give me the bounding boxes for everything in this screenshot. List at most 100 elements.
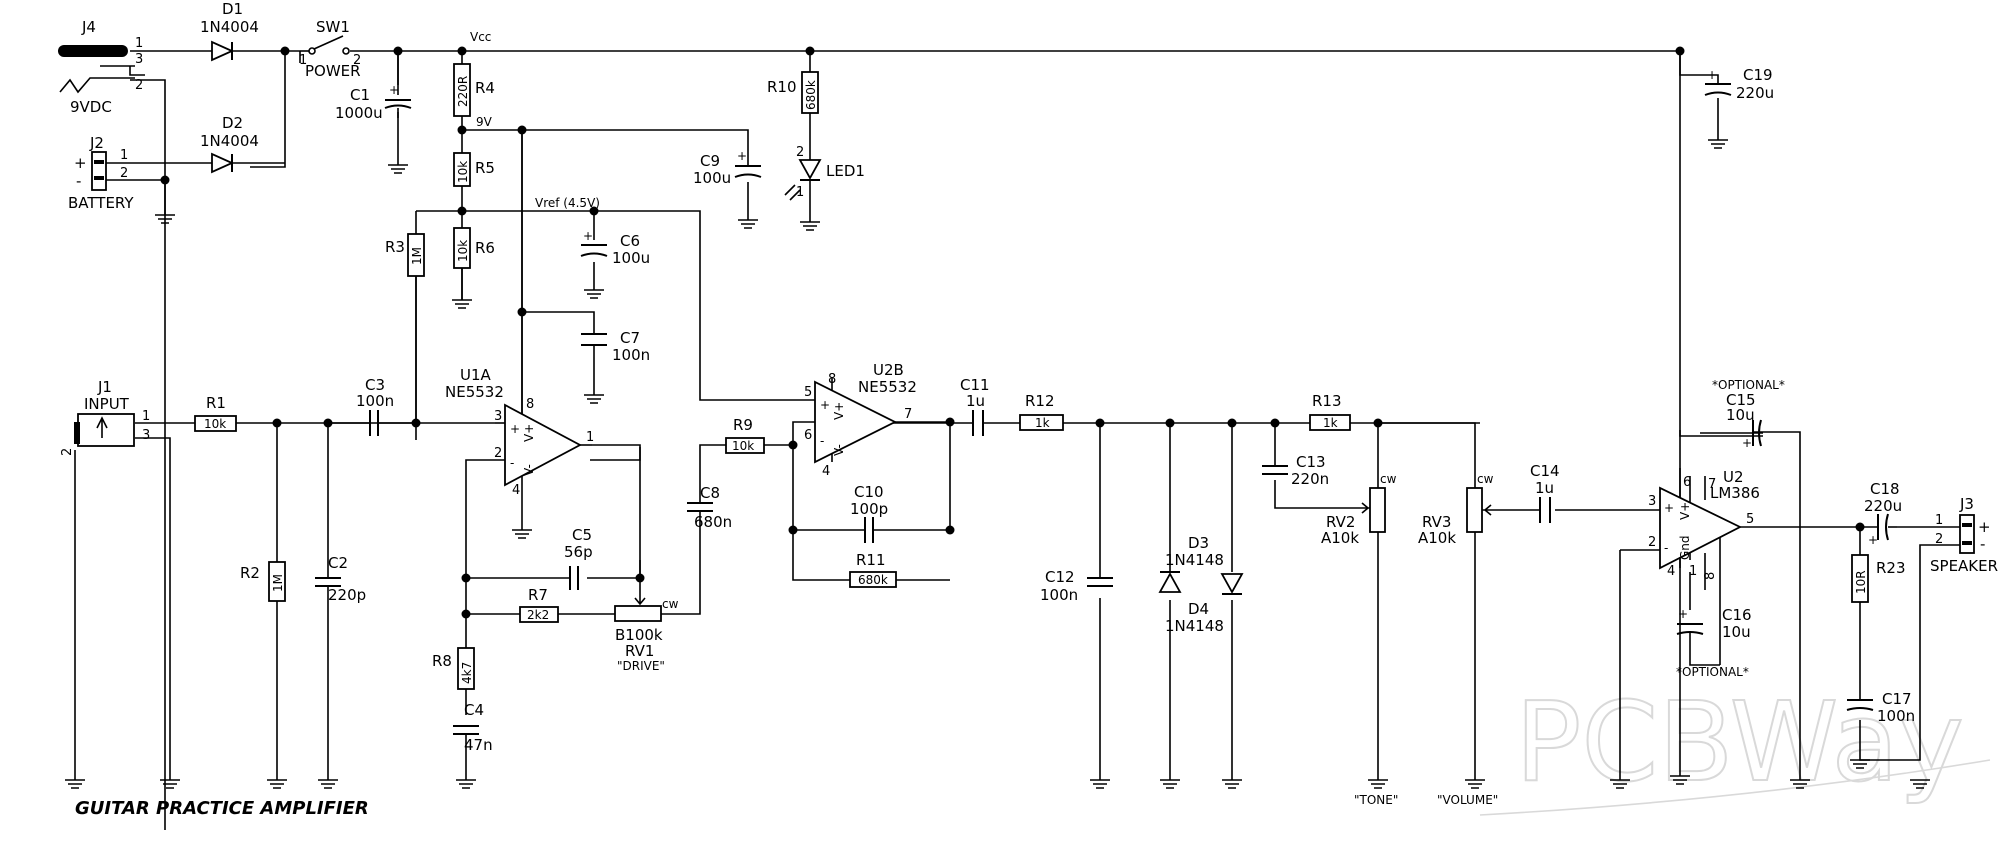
- svg-text:7: 7: [1708, 477, 1716, 492]
- svg-text:10R: 10R: [1854, 570, 1868, 594]
- svg-text:6: 6: [804, 428, 812, 443]
- svg-text:1k: 1k: [1035, 416, 1050, 430]
- u1a-opamp: U1A NE5532 3 2 1 8 4 + - V+ V-: [445, 130, 594, 498]
- svg-text:C19: C19: [1743, 66, 1773, 84]
- j3-speaker-connector: J3 1 2 + - SPEAKER: [1930, 495, 1998, 575]
- svg-text:R5: R5: [475, 159, 495, 177]
- svg-text:D2: D2: [222, 114, 243, 132]
- svg-text:*OPTIONAL*: *OPTIONAL*: [1676, 665, 1749, 679]
- svg-text:1: 1: [120, 148, 128, 163]
- svg-text:J3: J3: [1959, 495, 1974, 513]
- svg-text:100n: 100n: [1877, 707, 1915, 725]
- svg-text:+: +: [1678, 607, 1688, 621]
- svg-text:2: 2: [60, 448, 75, 456]
- svg-text:+: +: [820, 398, 830, 412]
- svg-text:D1: D1: [222, 0, 243, 18]
- svg-text:2: 2: [1648, 535, 1656, 550]
- svg-text:J2: J2: [89, 134, 104, 152]
- rv1-drive-pot: cw B100k RV1 "DRIVE": [614, 595, 679, 673]
- u2-lm386: U2 LM386 3 2 5 6 7 4 1 8 + - V+ Gnd: [1648, 468, 1760, 580]
- d4-diode: D4 1N4148: [1165, 573, 1244, 635]
- svg-text:4k7: 4k7: [460, 662, 474, 684]
- svg-text:V-: V-: [832, 444, 846, 456]
- svg-text:LM386: LM386: [1710, 484, 1760, 502]
- svg-text:C17: C17: [1882, 690, 1912, 708]
- svg-text:1: 1: [142, 409, 150, 424]
- svg-text:D4: D4: [1188, 600, 1209, 618]
- svg-text:R9: R9: [733, 416, 753, 434]
- watermark-swoosh: [1479, 759, 1991, 816]
- net-vref: Vref (4.5V): [535, 196, 600, 210]
- svg-text:2: 2: [1935, 532, 1943, 547]
- svg-text:1u: 1u: [1535, 479, 1554, 497]
- c2-capacitor: C2 220p: [315, 554, 366, 604]
- svg-text:-: -: [820, 434, 824, 448]
- svg-text:V+: V+: [1678, 502, 1692, 520]
- svg-text:1000u: 1000u: [335, 104, 383, 122]
- r5-resistor: 10k R5: [453, 152, 495, 187]
- svg-text:RV2: RV2: [1326, 513, 1355, 531]
- rv2-tone-pot: cw RV2 A10k "TONE": [1321, 472, 1398, 807]
- svg-text:+: +: [737, 149, 747, 163]
- svg-text:5: 5: [804, 385, 812, 400]
- svg-text:R11: R11: [856, 551, 886, 569]
- svg-text:+: +: [1742, 436, 1752, 450]
- svg-text:*OPTIONAL*: *OPTIONAL*: [1712, 378, 1785, 392]
- c7-capacitor: C7 100n: [581, 329, 650, 364]
- svg-text:C7: C7: [620, 329, 640, 347]
- c16-capacitor: + C16 10u *OPTIONAL*: [1676, 606, 1752, 679]
- r3-resistor: 1M R3: [385, 233, 425, 277]
- junction-dots: [160, 46, 1865, 619]
- svg-text:3: 3: [1648, 494, 1656, 509]
- c12-capacitor: C12 100n: [1040, 568, 1113, 604]
- r23-resistor: 10R R23: [1851, 554, 1906, 603]
- ground-symbols: [65, 139, 1930, 789]
- schematic-title: GUITAR PRACTICE AMPLIFIER: [75, 798, 369, 819]
- svg-text:+: +: [1664, 501, 1674, 515]
- svg-text:C13: C13: [1296, 453, 1326, 471]
- svg-text:2k2: 2k2: [527, 608, 549, 622]
- d2-diode: D2 1N4004: [200, 114, 259, 174]
- svg-text:C11: C11: [960, 376, 990, 394]
- svg-text:R3: R3: [385, 238, 405, 256]
- svg-text:1N4004: 1N4004: [200, 132, 259, 150]
- svg-text:C15: C15: [1726, 391, 1756, 409]
- svg-text:4: 4: [1667, 564, 1675, 579]
- svg-text:+: +: [510, 422, 520, 436]
- svg-text:100p: 100p: [850, 500, 888, 518]
- svg-text:NE5532: NE5532: [858, 378, 917, 396]
- r13-resistor: 1k R13: [1309, 392, 1351, 431]
- svg-text:V-: V-: [522, 464, 536, 476]
- r9-resistor: 10k R9: [725, 416, 765, 454]
- svg-text:R4: R4: [475, 79, 495, 97]
- svg-text:R1: R1: [206, 394, 226, 412]
- svg-text:220R: 220R: [456, 76, 470, 107]
- svg-text:+: +: [1707, 68, 1717, 82]
- c14-capacitor: C14 1u: [1530, 462, 1560, 523]
- svg-text:10u: 10u: [1722, 623, 1751, 641]
- svg-text:220p: 220p: [328, 586, 366, 604]
- svg-text:Gnd: Gnd: [1678, 535, 1692, 560]
- svg-text:100u: 100u: [693, 169, 731, 187]
- svg-text:+: +: [74, 154, 87, 172]
- svg-text:R6: R6: [475, 239, 495, 257]
- c6-capacitor: + C6 100u: [580, 229, 650, 267]
- svg-text:-: -: [1664, 541, 1668, 555]
- svg-text:POWER: POWER: [305, 62, 361, 80]
- r12-resistor: 1k R12: [1019, 392, 1064, 431]
- svg-text:-: -: [510, 456, 514, 470]
- svg-text:3: 3: [142, 428, 150, 443]
- svg-text:10k: 10k: [456, 161, 470, 183]
- svg-text:47n: 47n: [464, 736, 493, 754]
- led1: LED1 2 1: [784, 145, 865, 201]
- svg-text:100n: 100n: [1040, 586, 1078, 604]
- svg-text:100u: 100u: [612, 249, 650, 267]
- svg-text:8: 8: [1703, 572, 1718, 580]
- d1-diode: D1 1N4004: [200, 0, 259, 62]
- svg-text:RV3: RV3: [1422, 513, 1451, 531]
- rv3-volume-pot: cw RV3 A10k "VOLUME": [1418, 472, 1498, 807]
- svg-text:1u: 1u: [966, 392, 985, 410]
- svg-text:LED1: LED1: [826, 162, 865, 180]
- svg-text:10k: 10k: [204, 417, 226, 431]
- svg-text:"VOLUME": "VOLUME": [1437, 793, 1498, 807]
